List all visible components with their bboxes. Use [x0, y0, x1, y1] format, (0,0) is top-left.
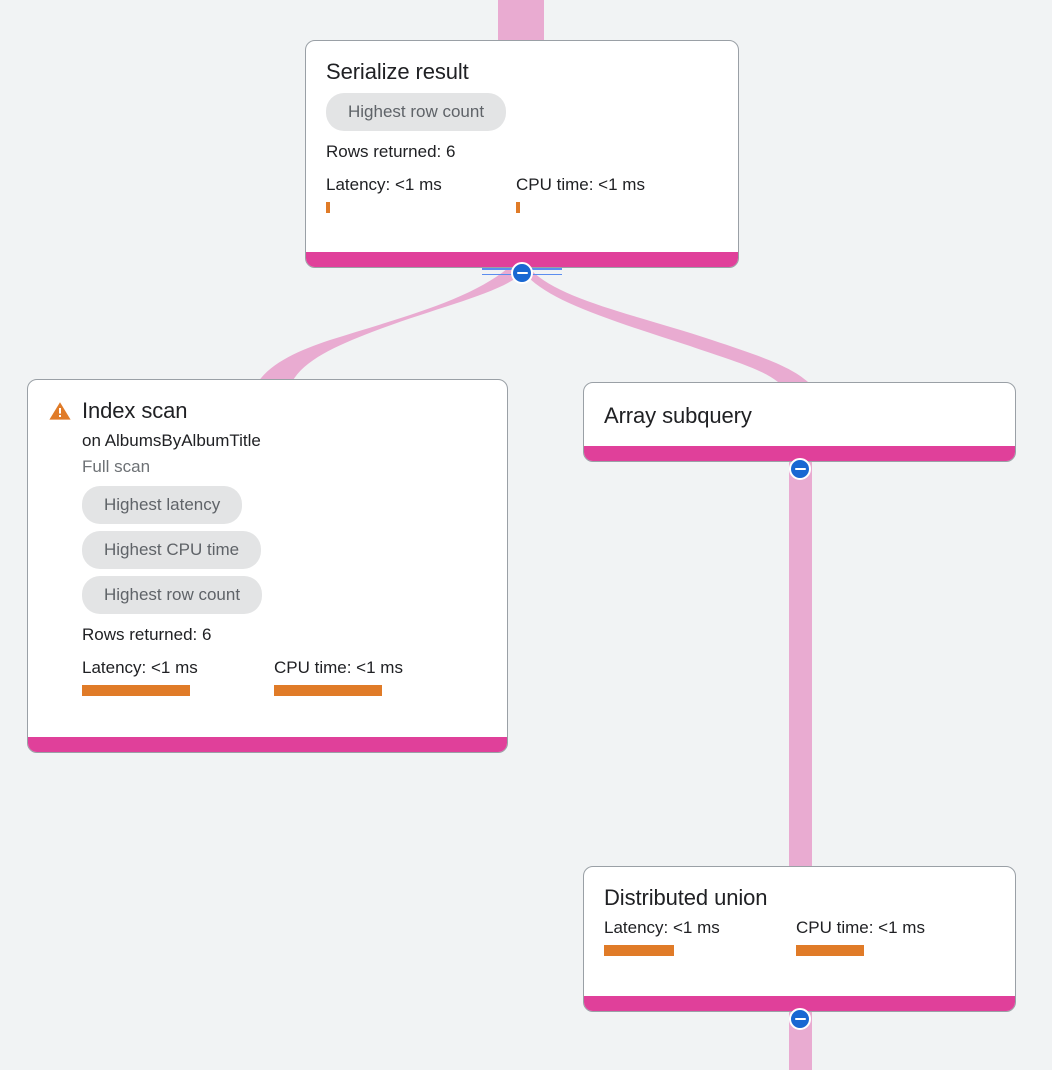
- node-accent-bar: [584, 446, 1015, 461]
- collapse-toggle-serialize-result[interactable]: [511, 262, 533, 284]
- node-subtitle: on AlbumsByAlbumTitle: [82, 431, 261, 450]
- metric-cpu-time: CPU time: <1 ms: [516, 174, 645, 213]
- collapse-toggle-array-subquery[interactable]: [789, 458, 811, 480]
- node-body: Serialize result Highest row count Rows …: [306, 41, 738, 227]
- minus-icon: [794, 467, 806, 471]
- node-index-scan[interactable]: Index scan on AlbumsByAlbumTitle Full sc…: [27, 379, 508, 753]
- metric-cpu-time: CPU time: <1 ms: [796, 917, 925, 956]
- metric-latency-label: Latency: <1 ms: [82, 658, 198, 677]
- node-title: Distributed union: [604, 885, 768, 910]
- node-body: Distributed union Latency: <1 ms CPU tim…: [584, 867, 1015, 970]
- node-serialize-result[interactable]: Serialize result Highest row count Rows …: [305, 40, 739, 268]
- node-chips: Highest latency Highest CPU time Highest…: [82, 486, 487, 614]
- edge-array-subquery-to-distributed-union: [789, 460, 812, 870]
- minus-icon: [794, 1017, 806, 1021]
- metric-cpu-time-bar: [796, 945, 864, 956]
- collapse-toggle-distributed-union[interactable]: [789, 1008, 811, 1030]
- minus-icon: [516, 271, 528, 275]
- metric-latency-bar: [604, 945, 674, 956]
- chip-highest-cpu-time: Highest CPU time: [82, 531, 262, 569]
- node-metrics: Latency: <1 ms CPU time: <1 ms: [604, 917, 995, 956]
- node-array-subquery[interactable]: Array subquery: [583, 382, 1016, 462]
- metric-latency-bar: [326, 202, 330, 213]
- node-detail: on AlbumsByAlbumTitle Full scan Highest …: [48, 428, 487, 696]
- metric-cpu-time-bar: [274, 685, 382, 696]
- metric-cpu-time-label: CPU time: <1 ms: [516, 175, 645, 194]
- rows-returned-text: Rows returned: 6: [82, 625, 212, 644]
- metric-latency-bar: [82, 685, 190, 696]
- node-header: Distributed union: [604, 883, 995, 913]
- node-title: Index scan: [82, 398, 188, 423]
- rows-returned-text: Rows returned: 6: [326, 142, 456, 161]
- metric-cpu-time-label: CPU time: <1 ms: [274, 658, 403, 677]
- node-accent-bar: [584, 996, 1015, 1011]
- node-distributed-union[interactable]: Distributed union Latency: <1 ms CPU tim…: [583, 866, 1016, 1012]
- node-header: Index scan: [48, 396, 487, 426]
- edge-serialize-to-array-subquery: [527, 270, 808, 382]
- node-metrics: Latency: <1 ms CPU time: <1 ms: [82, 657, 487, 696]
- node-accent-bar: [28, 737, 507, 752]
- node-header: Array subquery: [604, 401, 995, 431]
- metric-cpu-time-bar: [516, 202, 520, 213]
- edge-into-serialize-result: [498, 0, 544, 44]
- node-chips: Highest row count: [326, 93, 718, 131]
- node-body: Index scan on AlbumsByAlbumTitle Full sc…: [28, 380, 507, 710]
- node-title: Array subquery: [604, 403, 752, 428]
- chip-highest-row-count: Highest row count: [326, 93, 507, 131]
- metric-latency-label: Latency: <1 ms: [326, 175, 442, 194]
- metric-latency-label: Latency: <1 ms: [604, 918, 720, 937]
- metric-latency: Latency: <1 ms: [326, 174, 516, 213]
- node-header: Serialize result: [326, 57, 718, 87]
- node-metrics: Latency: <1 ms CPU time: <1 ms: [326, 174, 718, 213]
- metric-latency: Latency: <1 ms: [82, 657, 274, 696]
- edge-serialize-to-index-scan: [258, 268, 524, 382]
- node-body: Array subquery: [584, 383, 1015, 447]
- metric-latency: Latency: <1 ms: [604, 917, 796, 956]
- node-title: Serialize result: [326, 59, 469, 84]
- node-scan-type: Full scan: [82, 457, 151, 476]
- edge-marker-right: [532, 268, 562, 277]
- chip-highest-row-count: Highest row count: [82, 576, 263, 614]
- node-accent-bar: [306, 252, 738, 267]
- metric-cpu-time: CPU time: <1 ms: [274, 657, 403, 696]
- warning-triangle-icon: [49, 402, 71, 420]
- metric-cpu-time-label: CPU time: <1 ms: [796, 918, 925, 937]
- chip-highest-latency: Highest latency: [82, 486, 243, 524]
- edge-marker-left: [482, 268, 512, 277]
